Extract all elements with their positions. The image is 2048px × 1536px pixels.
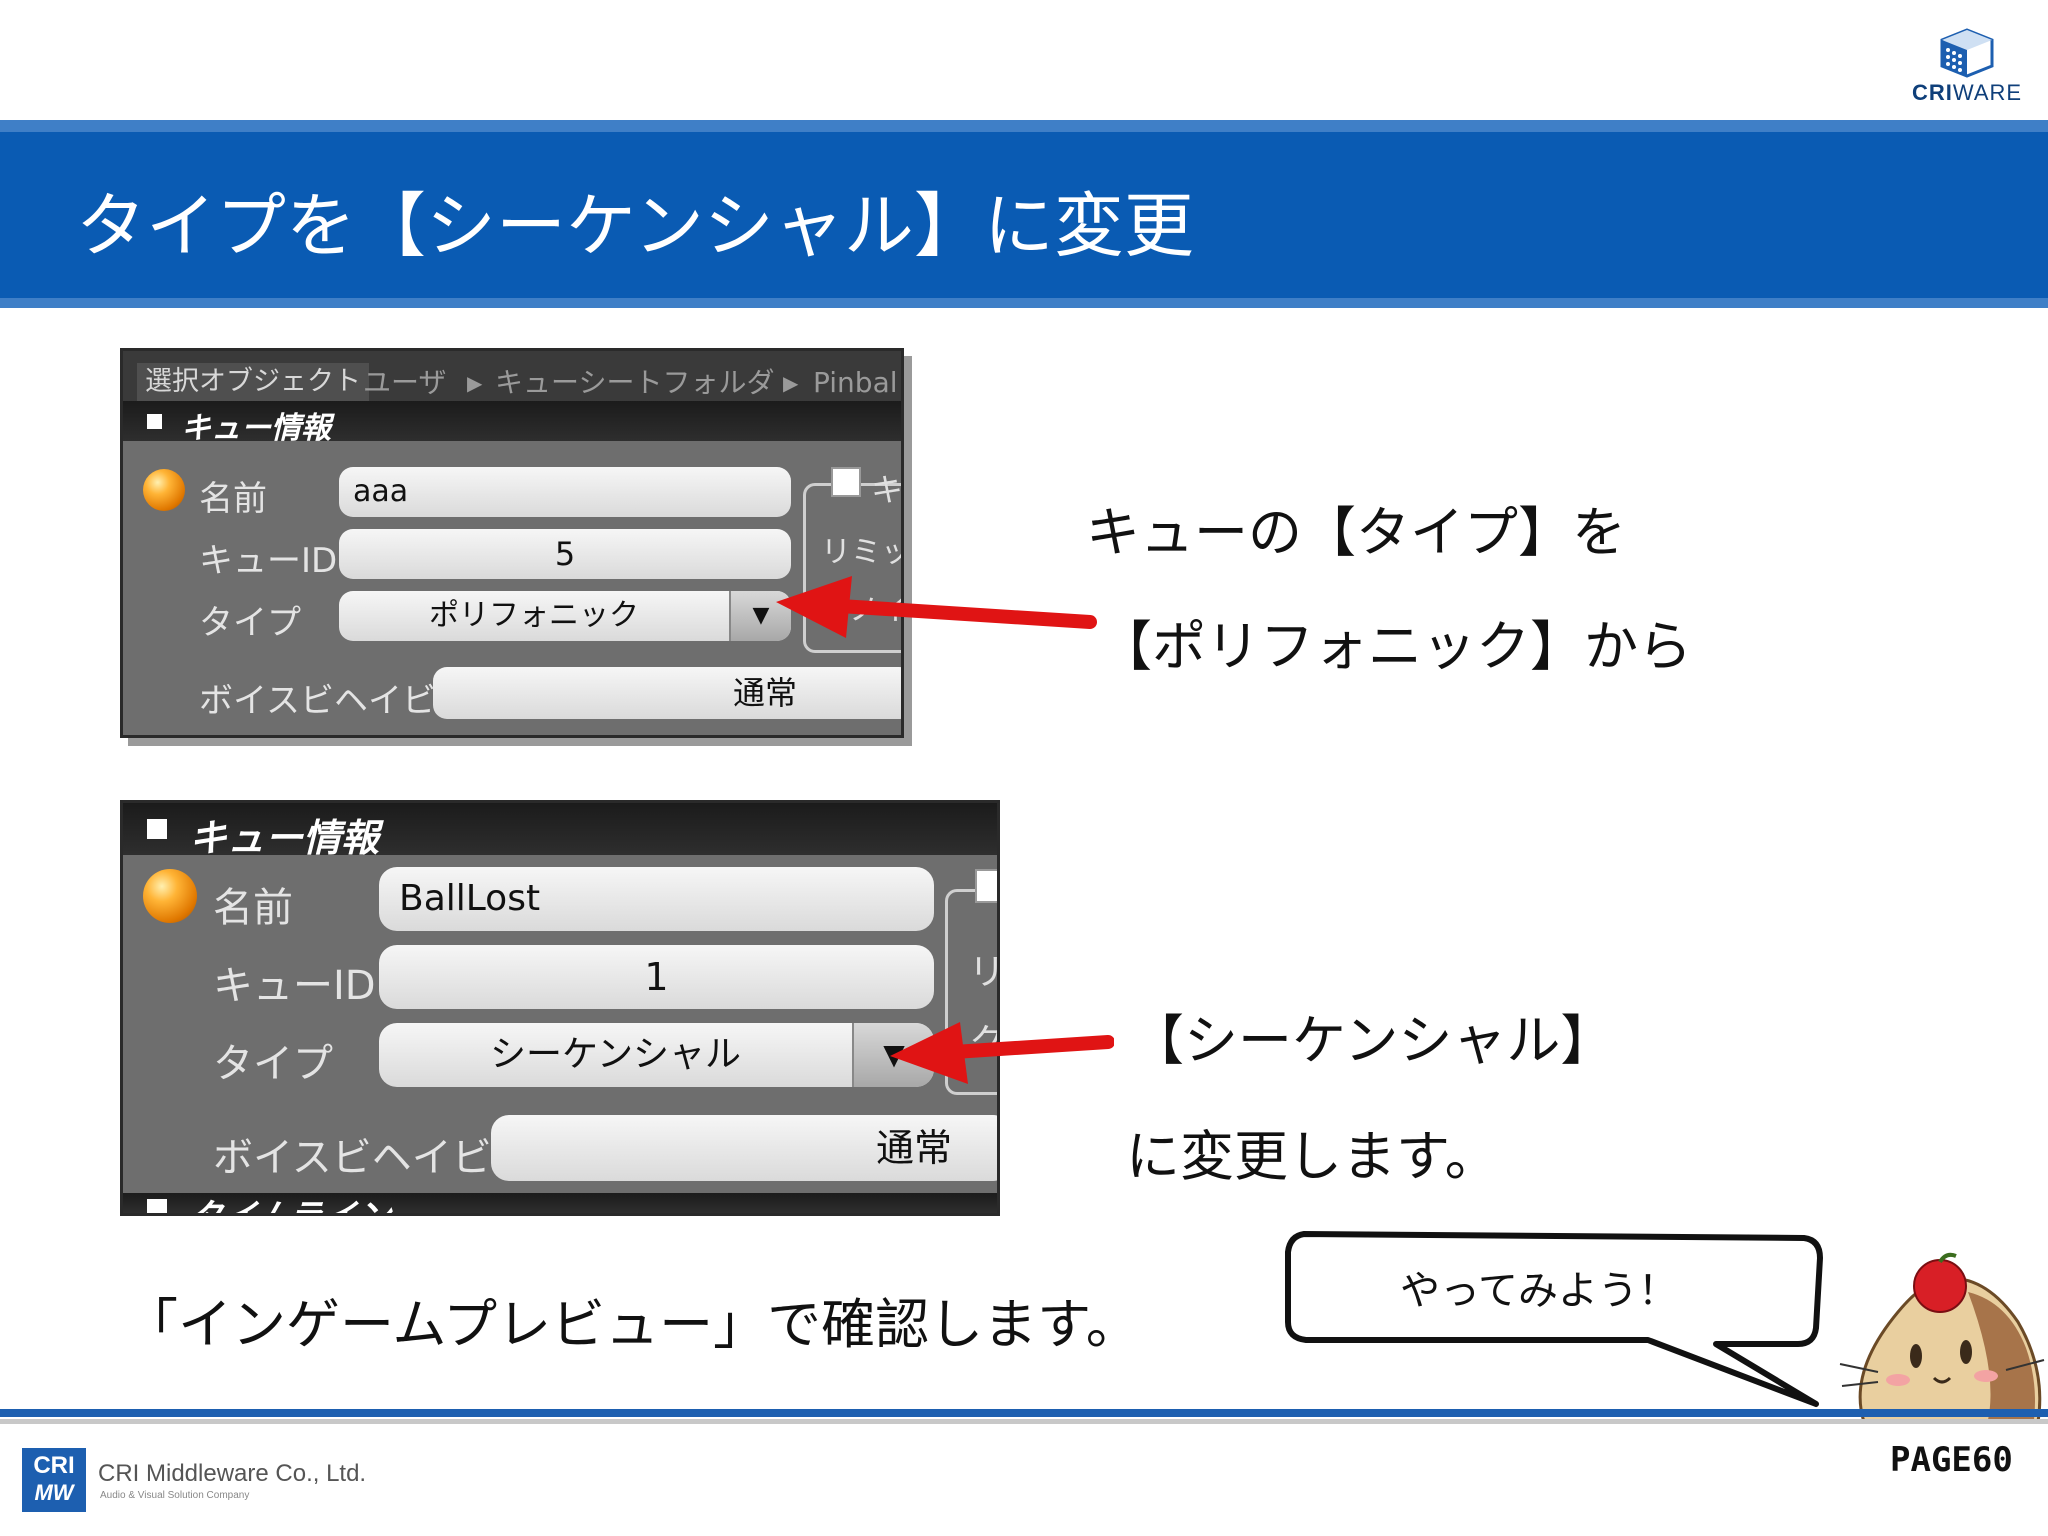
title-band xyxy=(0,132,2048,308)
section-header-cue-info[interactable]: キュー情報 xyxy=(123,803,997,860)
type-dropdown[interactable]: シーケンシャル ▼ xyxy=(379,1023,934,1087)
section-title: キュー情報 xyxy=(189,816,380,860)
note-top-line1: キューの【タイプ】を xyxy=(1086,501,1626,564)
breadcrumb-user[interactable]: ユーザ xyxy=(363,366,447,399)
cube-logo-icon xyxy=(1940,28,1994,78)
side-fragment: リ xyxy=(969,943,997,995)
red-arrow-icon xyxy=(890,1022,1114,1084)
cri-mw-logo: CRI MW xyxy=(22,1448,86,1512)
type-dropdown[interactable]: ポリフォニック ▼ xyxy=(339,591,791,641)
badge-bottom-text: MW xyxy=(34,1480,74,1505)
red-arrow-icon xyxy=(776,576,1097,638)
breadcrumb-pinball[interactable]: Pinbal xyxy=(813,366,898,399)
name-label: 名前 xyxy=(199,479,267,519)
type-label: タイプ xyxy=(199,603,301,643)
title-band-edge-bottom xyxy=(0,298,2048,308)
type-label: タイプ xyxy=(213,1041,333,1087)
breadcrumb-arrow-icon: ▶ xyxy=(783,371,799,395)
preview-instruction: 「インゲームプレビュー」で確認します。 xyxy=(124,1293,1140,1356)
cue-id-label: キューID xyxy=(199,541,338,581)
voice-behavior-dropdown[interactable]: 通常 xyxy=(433,667,901,719)
name-label: 名前 xyxy=(213,885,293,931)
dropdown-arrow-icon[interactable]: ▼ xyxy=(729,591,791,641)
name-input[interactable]: BallLost xyxy=(379,867,934,931)
collapse-square-icon[interactable] xyxy=(147,1199,167,1213)
cat-mascot-icon xyxy=(1839,1252,2045,1424)
note-top-line2: 【ポリフォニック】から xyxy=(1098,615,1692,678)
voice-behavior-dropdown[interactable]: 通常 xyxy=(491,1115,997,1181)
limit-group-box xyxy=(945,889,997,1095)
collapse-square-icon[interactable] xyxy=(147,819,167,839)
type-dropdown-value: ポリフォニック xyxy=(429,598,639,633)
voice-behavior-label: ボイスビヘイビア xyxy=(199,681,470,721)
note-bottom-line1: 【シーケンシャル】 xyxy=(1130,1009,1615,1072)
note-bottom-line2: に変更します。 xyxy=(1126,1125,1499,1188)
cue-status-orb-icon xyxy=(143,869,197,923)
speech-bubble-text: やってみよう！ xyxy=(1400,1268,1678,1314)
tab-bar: 選択オブジェクト ユーザ ▶ キューシートフォルダ ▶ Pinbal xyxy=(123,351,901,401)
section-title: キュー情報 xyxy=(181,411,331,446)
name-input[interactable]: aaa xyxy=(339,467,791,517)
section-header-cue-info[interactable]: キュー情報 xyxy=(123,401,901,446)
tab-selected-object[interactable]: 選択オブジェクト xyxy=(137,363,369,401)
slide-title: タイプを【シーケンシャル】に変更 xyxy=(76,185,1194,267)
cue-id-label: キューID xyxy=(213,963,376,1009)
cue-info-panel-after: キュー情報 名前 BallLost キューID 1 タイプ シーケンシャル ▼ … xyxy=(120,800,1000,1216)
page-number: PAGE60 xyxy=(1890,1440,2013,1480)
collapse-square-icon[interactable] xyxy=(147,414,162,429)
breadcrumb-arrow-icon: ▶ xyxy=(467,371,483,395)
footer-line-shadow xyxy=(0,1419,2048,1424)
option-checkbox[interactable] xyxy=(831,467,861,497)
criware-wordmark: CRIWARE xyxy=(1912,80,2023,105)
title-band-edge xyxy=(0,120,2048,132)
voice-behavior-label: ボイスビヘイビア xyxy=(213,1135,532,1181)
cue-info-panel-before: 選択オブジェクト ユーザ ▶ キューシートフォルダ ▶ Pinbal キュー情報… xyxy=(120,348,904,738)
side-fragment: キ xyxy=(871,471,904,509)
type-dropdown-value: シーケンシャル xyxy=(490,1034,741,1075)
company-name: CRI Middleware Co., Ltd. xyxy=(98,1460,367,1487)
company-tagline: Audio & Visual Solution Company xyxy=(100,1490,250,1501)
speech-bubble xyxy=(1285,1231,1823,1407)
side-fragment: リミッ xyxy=(821,535,904,570)
breadcrumb-cue-sheet-folder[interactable]: キューシートフォルダ xyxy=(495,366,775,399)
section-header-timeline[interactable]: タイムライン xyxy=(123,1193,997,1213)
section-title: タイムライン xyxy=(189,1189,391,1213)
cue-id-input[interactable]: 5 xyxy=(339,529,791,579)
footer-line xyxy=(0,1409,2048,1417)
option-checkbox[interactable] xyxy=(975,869,997,903)
cue-id-input[interactable]: 1 xyxy=(379,945,934,1009)
cue-status-orb-icon xyxy=(143,469,185,511)
badge-top-text: CRI xyxy=(33,1452,75,1479)
criware-logo: CRIWARE xyxy=(1912,24,2022,110)
